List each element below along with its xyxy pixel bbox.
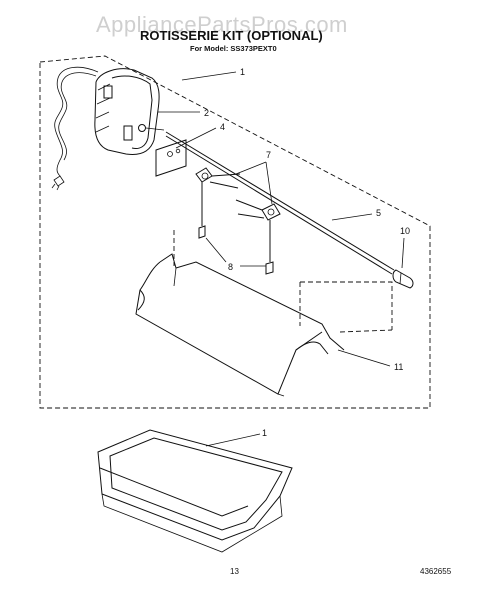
svg-text:8: 8 bbox=[228, 262, 233, 272]
callout-5: 5 bbox=[331, 208, 381, 221]
page-number: 13 bbox=[230, 567, 239, 576]
callout-7: 7 bbox=[235, 150, 273, 205]
spit-fork-right bbox=[235, 199, 281, 275]
kit-boundary bbox=[39, 55, 431, 409]
svg-text:10: 10 bbox=[400, 226, 410, 236]
spit-handle bbox=[392, 269, 414, 289]
callout-10: 10 bbox=[400, 226, 410, 269]
callout-4: 4 bbox=[175, 122, 225, 149]
support-rack bbox=[135, 253, 345, 397]
watermark-text: AppliancePartsPros.com bbox=[96, 12, 348, 37]
fork-screw-right bbox=[265, 261, 274, 275]
model-number: For Model: SS373PEXT0 bbox=[190, 44, 277, 53]
motor-bracket bbox=[155, 139, 187, 177]
spit-rod bbox=[165, 131, 395, 275]
motor-vent bbox=[103, 85, 113, 99]
svg-text:4: 4 bbox=[220, 122, 225, 132]
callout-11: 11 bbox=[337, 349, 403, 372]
svg-text:7: 7 bbox=[266, 150, 271, 160]
svg-text:11: 11 bbox=[394, 362, 403, 372]
callout-1-bottom: 1 bbox=[205, 428, 267, 447]
diagram-title: ROTISSERIE KIT (OPTIONAL) bbox=[140, 28, 323, 43]
callout-8: 8 bbox=[205, 237, 266, 272]
power-cord bbox=[54, 66, 99, 177]
svg-text:5: 5 bbox=[376, 208, 381, 218]
spit-fork-left bbox=[195, 167, 241, 239]
callout-2: 2 bbox=[158, 108, 209, 118]
svg-text:1: 1 bbox=[240, 67, 245, 77]
motor-assembly bbox=[51, 66, 165, 191]
motor-body bbox=[94, 68, 160, 155]
drip-pan bbox=[97, 429, 293, 553]
motor-shaft bbox=[138, 124, 146, 132]
fork-screw-left bbox=[198, 225, 206, 239]
svg-text:2: 2 bbox=[204, 108, 209, 118]
callout-1-top: 1 bbox=[181, 67, 245, 81]
svg-text:1: 1 bbox=[262, 428, 267, 438]
document-number: 4362655 bbox=[420, 567, 452, 576]
